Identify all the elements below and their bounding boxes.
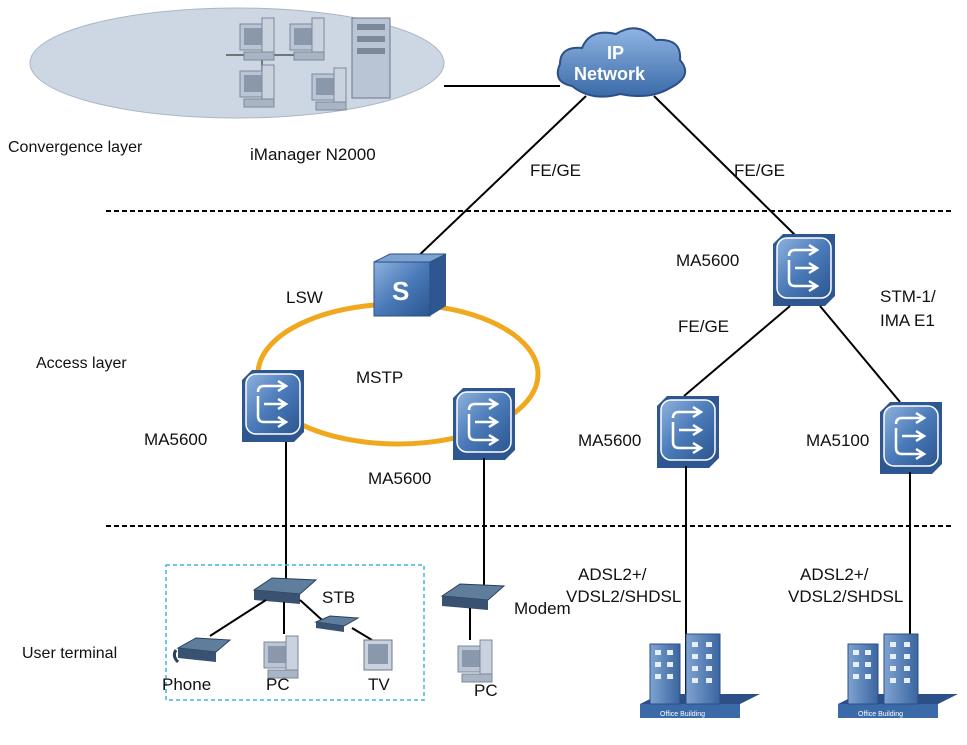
ma5600-left-icon	[240, 368, 306, 444]
stm-line1: STM-1/	[880, 287, 936, 306]
modem-icon	[440, 583, 506, 610]
right-uplink-label: FE/GE	[734, 161, 785, 180]
nms-label: iManager N2000	[250, 145, 376, 164]
cloud-line2: Network	[574, 64, 646, 84]
layer-access: Access layer	[36, 355, 127, 372]
ma5600-bottom-right-label: MA5600	[578, 431, 641, 450]
dsl-left-line1: ADSL2+/	[578, 565, 647, 584]
ma5600-mid-label: MA5600	[368, 469, 431, 488]
ma5600-mid-icon	[451, 386, 517, 462]
link-stb-splitter	[299, 599, 323, 621]
tv-icon	[363, 639, 393, 671]
dsl-left-line2: VDSL2/SHDSL	[566, 587, 681, 606]
splitter-icon	[314, 615, 360, 632]
cloud-line1: IP	[607, 43, 624, 63]
office-building-left-sign: Office Building	[660, 711, 705, 718]
ip-network-cloud-icon	[556, 27, 687, 98]
dsl-right-line2: VDSL2/SHDSL	[788, 587, 903, 606]
ma5600-top-right-icon	[771, 232, 837, 308]
phone-icon	[172, 637, 232, 664]
lsw-glyph: S	[392, 276, 409, 306]
mstp-label: MSTP	[356, 368, 403, 387]
ma5600-top-right-label: MA5600	[676, 251, 739, 270]
link-stb-phone	[209, 599, 267, 637]
pc-left-label: PC	[266, 675, 290, 694]
left-uplink-label: FE/GE	[530, 161, 581, 180]
phone-label: Phone	[162, 675, 211, 694]
office-building-right-sign: Office Building	[858, 711, 903, 718]
layer-convergence: Convergence layer	[8, 139, 143, 156]
right-down-label: FE/GE	[678, 317, 729, 336]
layer-user: User terminal	[22, 645, 117, 662]
ma5600-bottom-right-icon	[655, 394, 721, 470]
modem-label: Modem	[514, 599, 571, 618]
ma5100-icon	[878, 400, 944, 476]
office-building-left-icon	[639, 633, 761, 719]
pc-right-icon	[457, 639, 493, 683]
dsl-right-line1: ADSL2+/	[800, 565, 869, 584]
home-network-box	[165, 564, 425, 701]
link-ma5600-ma5600	[683, 305, 791, 397]
stm-line2: IMA E1	[880, 311, 935, 330]
link-splitter-tv	[351, 627, 373, 641]
link-cloud-lsw	[411, 95, 587, 263]
ma5100-label: MA5100	[806, 431, 869, 450]
office-building-right-icon	[837, 633, 959, 719]
nms-disc-icon	[29, 7, 445, 119]
pc-right-label: PC	[474, 681, 498, 700]
pc-left-icon	[263, 635, 299, 679]
lsw-label: LSW	[286, 288, 323, 307]
lsw-switch-icon	[373, 253, 447, 317]
ma5600-left-label: MA5600	[144, 430, 207, 449]
link-cloud-ma5600	[653, 95, 797, 237]
stb-icon	[252, 577, 318, 604]
link-ma5600-ma5100	[819, 305, 901, 403]
tv-label: TV	[368, 675, 390, 694]
stb-label: STB	[322, 588, 355, 607]
